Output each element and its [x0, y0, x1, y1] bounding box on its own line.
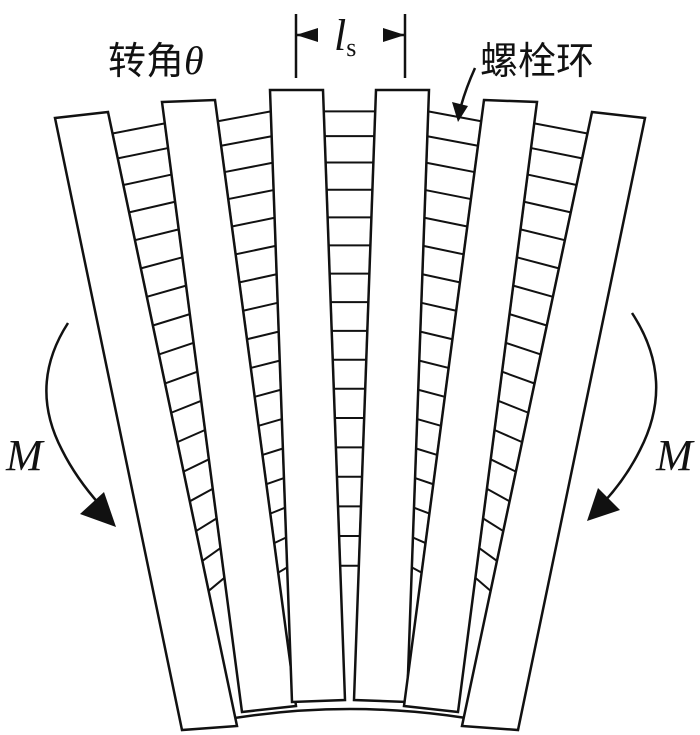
bolt-ring-leader: [452, 67, 477, 122]
moment-arrow-left: [45, 322, 116, 527]
ladder-rung: [474, 577, 492, 592]
ladder-rung: [246, 330, 279, 341]
segment-1: [53, 110, 239, 732]
ladder-rung: [486, 487, 511, 503]
ladder-rung: [217, 110, 271, 123]
ladder-rung: [235, 244, 276, 256]
ladder-rung: [423, 244, 464, 256]
ladder-rung: [424, 216, 468, 228]
gap-symbol: l: [334, 11, 347, 60]
ladder-rung: [134, 228, 179, 242]
segment-2: [160, 98, 298, 714]
ladder-rung: [412, 536, 426, 545]
ladder-rung: [512, 284, 554, 298]
ladder-rung: [497, 399, 529, 414]
ladder-rung: [228, 189, 274, 201]
ladder-rung: [266, 477, 285, 486]
ladder-rung: [262, 447, 284, 456]
ladder-rung: [231, 216, 275, 228]
gap-label: ls: [334, 10, 357, 62]
ladder-rung: [140, 256, 183, 270]
ladder-rung: [158, 341, 194, 356]
ladder-rung: [520, 228, 566, 242]
ladder-rung: [421, 301, 457, 312]
segment-5: [402, 98, 539, 714]
ladder-rung: [534, 122, 588, 135]
ladder-rung: [478, 547, 498, 562]
ladder-rung: [505, 341, 541, 356]
ladder-rung: [123, 173, 172, 186]
ladder-rung: [482, 517, 504, 532]
gap-subscript: s: [346, 33, 357, 62]
ladder-rung: [117, 147, 169, 160]
ladder-rung: [146, 284, 187, 298]
ladder-rung: [250, 359, 280, 369]
ladder-rung: [220, 135, 272, 147]
ladder-rung: [207, 577, 226, 592]
rotation-prefix: 转角: [108, 39, 185, 83]
bolt-ring-label: 螺栓环: [480, 39, 595, 83]
ladder-rung: [490, 458, 517, 473]
ladder-rung: [425, 189, 472, 201]
ladder-rung: [239, 273, 277, 284]
ladder-rung: [183, 458, 210, 473]
ladder-rung: [415, 447, 438, 456]
ladder-rung: [427, 135, 479, 147]
moment-label-left: M: [6, 431, 43, 480]
ladder-rung: [417, 388, 446, 398]
ladder-rung: [224, 161, 273, 174]
ladder-rung: [411, 566, 423, 574]
segment-3: [268, 88, 347, 704]
ladder-rung: [419, 359, 449, 369]
ladder-rung: [164, 370, 198, 385]
rotation-symbol: θ: [184, 38, 204, 83]
ladder-rung: [170, 399, 202, 414]
ladder-rung: [426, 161, 475, 174]
ladder-rung: [422, 273, 461, 284]
ladder-rung: [523, 200, 571, 214]
moment-arrow-right: [587, 312, 658, 521]
ladder-rung: [530, 147, 583, 160]
ladder-rung: [258, 418, 283, 427]
ladder-rung: [201, 547, 222, 562]
gap-dimension-marker: [294, 14, 407, 78]
ladder-rung: [413, 506, 430, 515]
ladder-rung: [414, 477, 434, 486]
ladder-rung: [152, 313, 191, 327]
ladder-rung: [516, 256, 560, 270]
ladder-rung: [416, 418, 442, 427]
ladder-rung: [501, 370, 535, 385]
rotation-angle-label: 转角θ: [108, 30, 204, 85]
ladder-rung: [195, 517, 218, 532]
segment-6: [460, 110, 647, 732]
ladder-rung: [112, 122, 165, 135]
ladder-rung: [176, 429, 206, 444]
ladder-rung: [277, 566, 288, 574]
moment-label-right: M: [656, 431, 693, 480]
ladder-rung: [509, 313, 548, 327]
ladder-rung: [189, 487, 214, 503]
ladder-rung: [428, 110, 482, 123]
ladder-rung: [420, 330, 453, 341]
ladder-rung: [494, 429, 523, 444]
ladder-rung: [527, 173, 577, 187]
ladder-rung: [242, 301, 278, 312]
ladder-rung: [128, 200, 176, 214]
ladder-rung: [273, 536, 287, 545]
ladder-rung: [269, 506, 286, 515]
ladder-rung: [254, 388, 282, 398]
